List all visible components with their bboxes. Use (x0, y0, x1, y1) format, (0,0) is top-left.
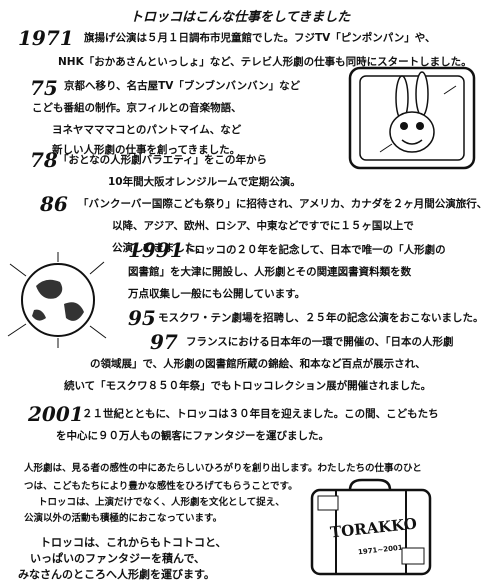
year-95: 95 (128, 306, 156, 330)
year-1971: 1971 (18, 26, 74, 50)
entry-97-line1: フランスにおける日本年の一環で開催の、「日本の人形劇 (186, 336, 454, 348)
entry-75-line1: 京都へ移り、名古屋TV「ブンブンバンバン」など (64, 80, 301, 92)
paragraph-line1: 人形劇は、見る者の感性の中にあたらしいひろがりを創り出します。わたしたちの仕事の… (24, 463, 422, 474)
entry-1991-line1: トロッコの２０年を記念して、日本で唯一の「人形劇の (184, 244, 446, 256)
entry-86-line1: 「バンクーバー国際こども祭り」に招待され、アメリカ、カナダを２ヶ月間公演旅行、 (78, 198, 488, 210)
paragraph-line2: つは、こどもたちにより豊かな感性をひろげてもらうことです。 (24, 481, 298, 492)
globe-illustration (7, 252, 107, 348)
entry-1971-line2: NHK「おかあさんといっしょ」など、テレビ人形劇の仕事も同時にスタートしました。 (58, 56, 472, 68)
entry-97-line2: の領域展」で、人形劇の図書館所蔵の錦絵、和本など百点が展示され、 (90, 358, 426, 370)
entry-78-line2: 10年間大阪オレンジルームで定期公演。 (108, 176, 301, 188)
year-97: 97 (150, 330, 178, 354)
year-75: 75 (30, 76, 58, 100)
suitcase-illustration (310, 478, 432, 576)
entry-2001-line1: ２１世紀とともに、トロッコは３０年目を迎えました。この間、こどもたち (82, 408, 439, 420)
entry-1991-line3: 万点収集し一般にも公開しています。 (128, 288, 306, 300)
closing-line3: みなさんのところへ人形劇を運びます。 (18, 568, 215, 581)
paragraph-line3: トロッコは、上演だけでなく、人形劇を文化として捉え、 (38, 497, 285, 508)
entry-1991-line2: 図書館」を大津に開設し、人形劇とその関連図書資料類を数 (128, 266, 412, 278)
paragraph-line4: 公演以外の活動も積極的におこなっています。 (24, 513, 223, 524)
year-86: 86 (40, 192, 68, 216)
entry-75-line3: ヨネヤマママコとのパントマイム、など (52, 124, 242, 136)
page-title: トロッコはこんな仕事をしてきました (130, 10, 351, 25)
entry-86-line3: 公演してきました。 (112, 242, 206, 254)
year-1991: 1991 (128, 238, 184, 262)
closing-line2: いっぱいのファンタジーを積んで、 (30, 552, 206, 565)
entry-97-line3: 続いて「モスクワ８５０年祭」でもトロッコレクション展が開催されました。 (64, 380, 432, 392)
entry-75-line2: こども番組の制作。京フィルとの音楽物語、 (32, 102, 242, 114)
year-2001: 2001 (28, 402, 84, 426)
closing-line1: トロッコは、これからもトコトコと、 (40, 536, 227, 549)
year-78: 78 (30, 148, 58, 172)
entry-1971-line1: 旗揚げ公演は５月１日調布市児童館でした。フジTV「ピンポンパン」や、 (84, 32, 436, 44)
entry-95-line1: モスクワ・テン劇場を招聘し、２５年の記念公演をおこないました。 (158, 312, 484, 324)
entry-78-line1: 「おとなの人形劇バラエティ」をこの年から (58, 154, 268, 166)
rabbit-tv-illustration (348, 66, 476, 170)
entry-75-line4: 新しい人形劇の仕事を創ってきました。 (52, 144, 241, 156)
entry-86-line2: 以降、アジア、欧州、ロシア、中東などですでに１５ヶ国以上で (112, 220, 414, 232)
entry-2001-line2: を中心に９０万人もの観客にファンタジーを運びました。 (56, 430, 329, 442)
